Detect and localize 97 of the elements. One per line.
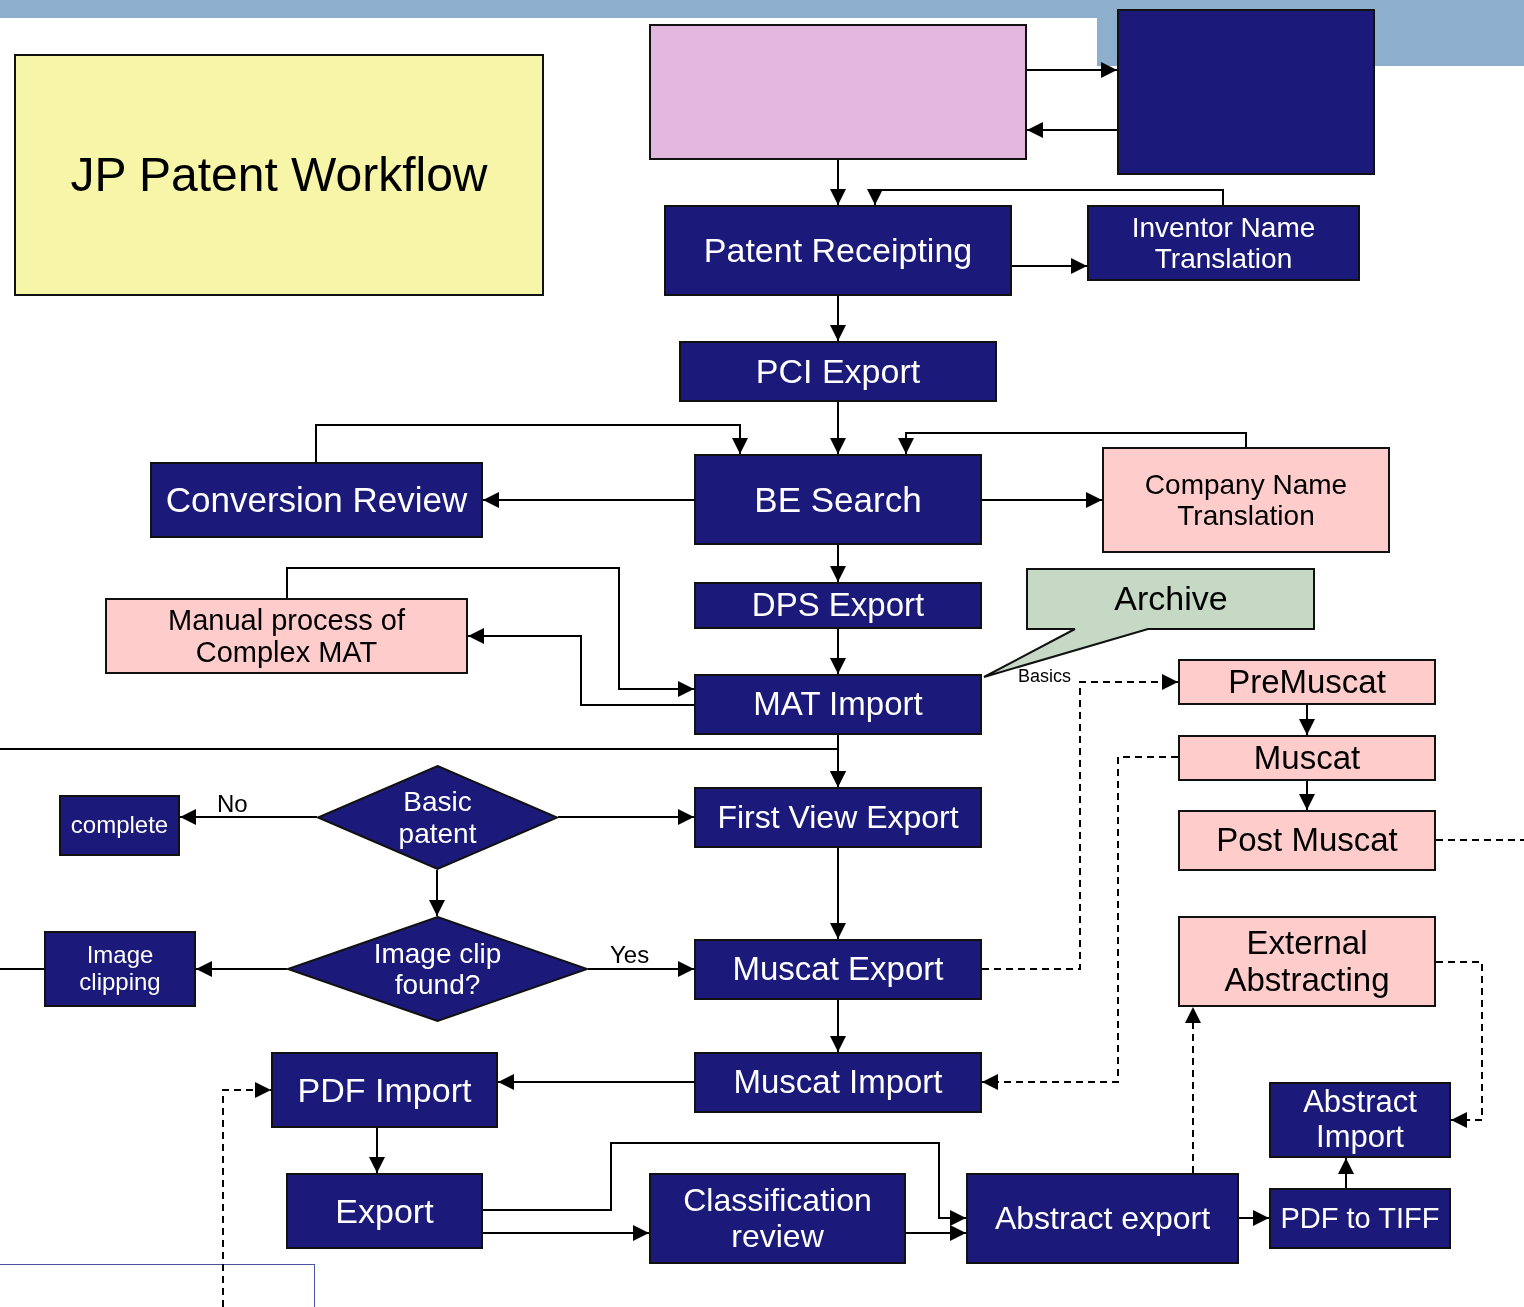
process-box <box>150 462 483 538</box>
arrow <box>1026 62 1118 78</box>
process-box <box>694 454 982 545</box>
process-box <box>1178 916 1436 1007</box>
arrow <box>482 1225 650 1241</box>
node-label: BE Search <box>753 479 923 520</box>
decision-diamond <box>317 765 558 870</box>
arrow <box>830 159 846 206</box>
arrow <box>0 748 846 788</box>
arrow <box>981 756 1179 1090</box>
node-label: External Abstracting <box>1223 924 1391 999</box>
process-box <box>1269 1188 1451 1249</box>
process-box <box>1178 735 1436 781</box>
arrow <box>1299 704 1315 736</box>
arrow <box>1185 1006 1201 1174</box>
arrow <box>830 628 846 675</box>
arrow <box>195 961 288 977</box>
node-label: Inventor Name Translation <box>1130 211 1317 275</box>
node-label: Muscat Import <box>732 1064 944 1101</box>
arrow <box>1435 961 1483 1128</box>
process-box <box>1087 205 1360 281</box>
node-label: Company Name Translation <box>1143 468 1349 532</box>
arrow <box>1026 122 1118 138</box>
decision-diamond <box>287 916 588 1022</box>
arrow <box>830 999 846 1053</box>
callout-text: Archive <box>1113 578 1229 619</box>
process-box <box>694 787 982 848</box>
connector-line <box>1435 839 1524 841</box>
node-label: Manual process of Complex MAT <box>167 603 406 669</box>
process-box <box>1269 1082 1451 1158</box>
arrow <box>1299 780 1315 811</box>
arrow <box>482 1142 967 1226</box>
process-box <box>649 1173 906 1264</box>
node-label: Patent Receipting <box>702 231 974 270</box>
arrow <box>497 1074 695 1090</box>
node-label: JP Patent Workflow <box>69 148 489 202</box>
process-box <box>1178 810 1436 871</box>
node-label: First View Export <box>716 799 960 836</box>
arrow <box>1338 1157 1354 1189</box>
arrow <box>222 1082 272 1307</box>
arrow <box>315 424 748 463</box>
node-label: DPS Export <box>750 587 926 624</box>
arrow <box>467 628 695 706</box>
arrow <box>1238 1210 1270 1226</box>
arrow <box>482 492 695 508</box>
process-box <box>1178 659 1436 705</box>
node-label: Image clip found? <box>372 937 503 1001</box>
node-label: PreMuscat <box>1227 663 1387 701</box>
node-label: Basic patent <box>397 786 478 849</box>
arrow <box>981 674 1179 970</box>
process-box <box>966 1173 1239 1264</box>
process-box <box>105 598 468 674</box>
process-box <box>694 939 982 1000</box>
arrow <box>830 544 846 583</box>
arrow <box>830 295 846 342</box>
process-box <box>649 24 1027 160</box>
node-label: MAT Import <box>752 686 924 723</box>
node-label: Muscat <box>1252 739 1362 777</box>
process-box <box>1117 9 1375 175</box>
arrow <box>905 1225 967 1241</box>
arrow <box>179 809 318 825</box>
node-label: PCI Export <box>754 352 922 391</box>
node-label: PDF to TIFF <box>1279 1202 1441 1235</box>
arrow <box>1011 258 1088 274</box>
node-label: PDF Import <box>296 1070 473 1110</box>
connector-line <box>0 968 45 970</box>
arrow <box>557 809 695 825</box>
process-box <box>59 795 180 856</box>
arrow <box>830 847 846 940</box>
node-label: Export <box>334 1191 435 1231</box>
process-box <box>271 1052 498 1128</box>
node-label: Abstract Import <box>1302 1085 1418 1155</box>
arrow <box>587 961 695 977</box>
process-box <box>44 931 196 1007</box>
arrow <box>369 1127 385 1174</box>
node-label: Classification review <box>682 1182 873 1255</box>
node-label: Image clipping <box>78 942 162 996</box>
process-box <box>286 1173 483 1249</box>
arrow <box>981 492 1103 508</box>
node-label: Post Muscat <box>1215 822 1399 859</box>
arrow <box>286 567 695 697</box>
process-box <box>694 674 982 735</box>
node-label: Muscat Export <box>731 951 945 988</box>
node-label: Abstract export <box>993 1200 1212 1237</box>
process-box <box>694 582 982 629</box>
arrow <box>429 869 445 917</box>
note-label: Basics <box>1018 667 1071 685</box>
node-label: Conversion Review <box>164 480 469 520</box>
title-box <box>14 54 544 296</box>
node-label: complete <box>69 812 170 839</box>
arrow <box>867 189 1224 206</box>
arrow <box>898 432 1247 455</box>
process-box <box>679 341 997 402</box>
process-box <box>694 1052 982 1113</box>
process-box <box>664 205 1012 296</box>
arrow <box>830 401 846 455</box>
process-box <box>1102 447 1390 553</box>
